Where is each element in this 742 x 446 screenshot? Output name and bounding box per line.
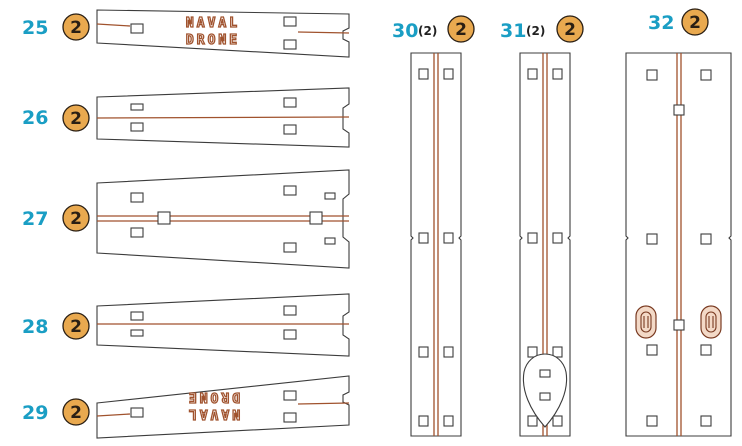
- part-number-31: 31: [500, 20, 526, 42]
- copies-badge-30: 2: [447, 15, 475, 43]
- naval-drone-stamp-rotated: NAVAL DRONE: [185, 388, 240, 421]
- pod-right: [700, 305, 722, 339]
- part-number-26: 26: [22, 107, 48, 129]
- strip-piece-31: [519, 52, 571, 437]
- part-number-29: 29: [22, 402, 48, 424]
- slot: [283, 305, 297, 316]
- svg-text:2: 2: [70, 18, 82, 38]
- slot: [283, 390, 297, 401]
- slot: [283, 242, 297, 253]
- svg-text:2: 2: [70, 317, 82, 337]
- slot: [130, 227, 144, 238]
- copies-badge-28: 2: [62, 312, 90, 340]
- svg-text:NAVAL: NAVAL: [186, 406, 240, 421]
- svg-text:2: 2: [689, 13, 701, 33]
- copies-badge-32: 2: [681, 8, 709, 36]
- part-32: 32 2: [625, 8, 732, 437]
- copies-badge-25: 2: [62, 13, 90, 41]
- strip-piece-30: [410, 52, 462, 437]
- quantity-30: (2): [418, 24, 437, 38]
- slot: [130, 407, 144, 418]
- slot: [283, 16, 297, 27]
- svg-text:2: 2: [70, 209, 82, 229]
- deck-piece-32: [625, 52, 732, 437]
- copies-badge-26: 2: [62, 104, 90, 132]
- slot: [283, 97, 297, 108]
- quantity-31: (2): [526, 24, 545, 38]
- slot: [130, 329, 144, 337]
- svg-text:2: 2: [70, 109, 82, 129]
- slot: [283, 185, 297, 196]
- copies-badge-27: 2: [62, 204, 90, 232]
- part-number-30: 30: [392, 20, 418, 42]
- pod-left: [635, 305, 657, 339]
- naval-drone-stamp-line1: NAVAL: [186, 16, 240, 31]
- wing-piece-28: [96, 293, 350, 357]
- part-27: 27 2: [22, 169, 350, 269]
- copies-badge-31: 2: [556, 15, 584, 43]
- part-number-27: 27: [22, 208, 48, 230]
- slot: [324, 192, 336, 200]
- copies-badge-29: 2: [62, 398, 90, 426]
- slot: [324, 237, 336, 245]
- svg-text:2: 2: [455, 20, 467, 40]
- slot: [283, 39, 297, 50]
- slot: [130, 311, 144, 321]
- part-number-25: 25: [22, 17, 48, 39]
- part-30: 30 (2) 2: [392, 15, 475, 437]
- svg-text:2: 2: [564, 20, 576, 40]
- svg-text:DRONE: DRONE: [186, 389, 240, 404]
- naval-drone-stamp-line2: DRONE: [186, 33, 240, 48]
- slot: [157, 211, 171, 225]
- slot: [283, 412, 297, 423]
- slot: [130, 192, 144, 203]
- part-26: 26 2: [22, 87, 350, 148]
- slot: [283, 124, 297, 135]
- part-31: 31 (2) 2: [500, 15, 584, 437]
- part-28: 28 2: [22, 293, 350, 357]
- slot: [309, 211, 323, 225]
- part-number-28: 28: [22, 316, 48, 338]
- slot: [130, 23, 144, 34]
- slot: [130, 103, 144, 111]
- keel-fin: [522, 353, 568, 428]
- part-number-32: 32: [648, 12, 674, 34]
- svg-text:2: 2: [70, 403, 82, 423]
- slot: [283, 329, 297, 340]
- slot: [130, 122, 144, 132]
- part-25: 25 2 NAVAL DRONE: [22, 9, 350, 58]
- part-29: 29 2 NAVAL DRONE: [22, 375, 350, 439]
